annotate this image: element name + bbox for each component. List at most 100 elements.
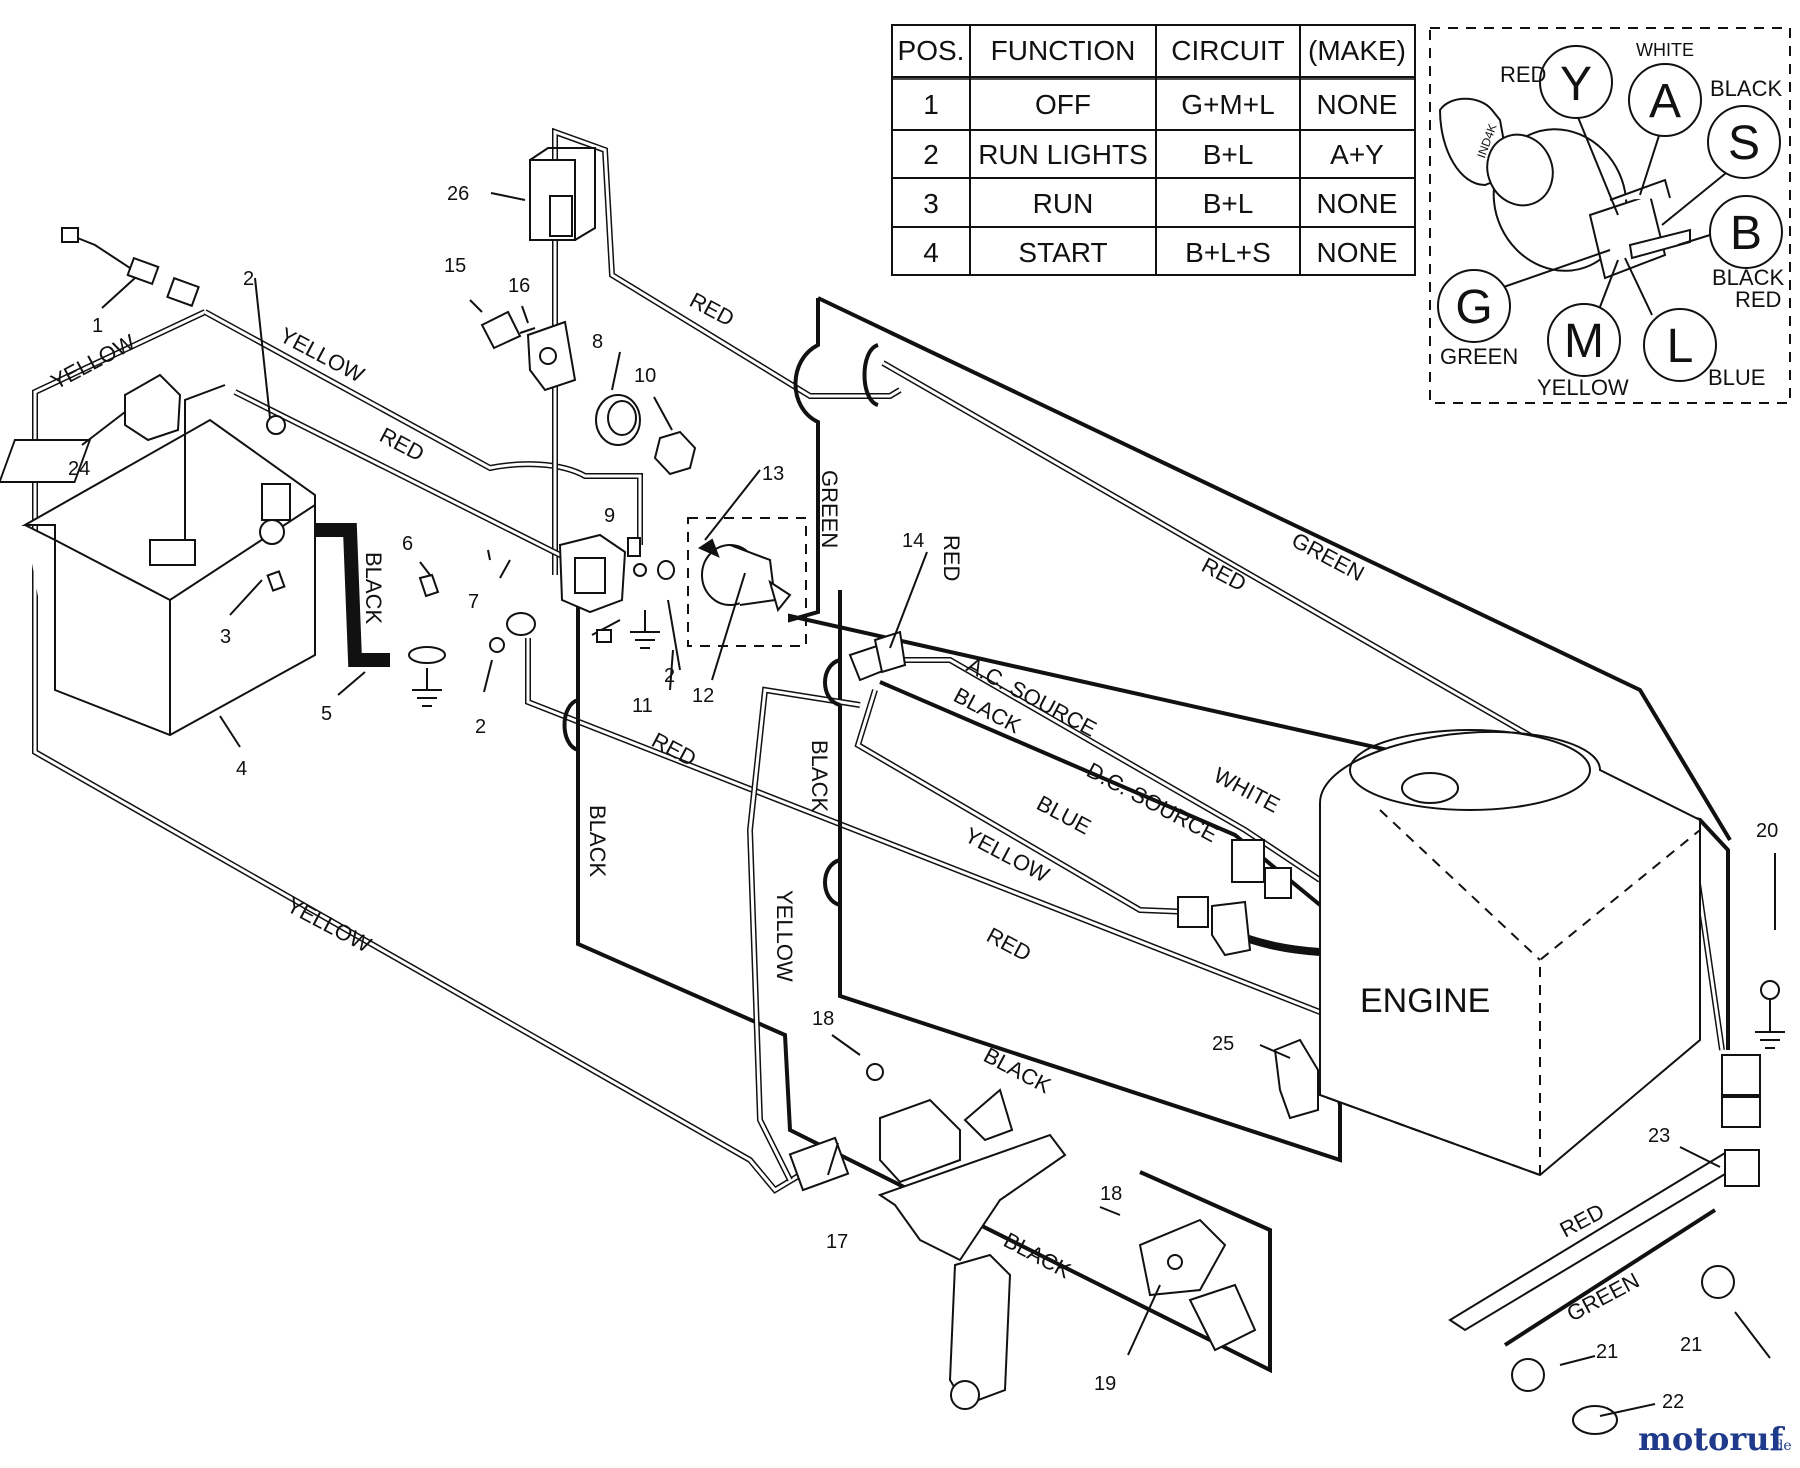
table-cell: G+M+L	[1181, 89, 1274, 120]
watermark-tld: .de	[1770, 1438, 1792, 1454]
black-wire-ground	[576, 600, 1272, 1374]
wire-label: RED	[1556, 1199, 1609, 1243]
terminal-L: L BLUE	[1643, 308, 1765, 390]
table-cell: NONE	[1317, 188, 1398, 219]
svg-text:Y: Y	[1560, 58, 1592, 111]
part-number: 18	[812, 1008, 834, 1030]
part-number: 13	[762, 463, 784, 485]
ignition-switch-12	[687, 517, 807, 647]
table-cell: RUN LIGHTS	[978, 139, 1148, 170]
part-number: 2	[243, 268, 254, 290]
parts: ENGINE	[0, 147, 1785, 1435]
wire-label: BLACK	[585, 805, 610, 877]
terminal-Y: Y RED	[1500, 45, 1613, 119]
part-number: 11	[632, 695, 653, 717]
wire-label: BLACK	[980, 1042, 1056, 1098]
part-number: 25	[1212, 1033, 1234, 1055]
part-number: 14	[902, 530, 924, 552]
part-callouts: 1 2 2 2 2 3 4 5 6 7 8 9 10 11 12 13 14 1…	[68, 183, 1778, 1417]
wire-label: GREEN	[1288, 527, 1369, 586]
table-header-make: (MAKE)	[1308, 35, 1406, 66]
part-number: 2	[664, 665, 675, 687]
battery-cover-24	[124, 373, 182, 442]
wire-label: RED	[983, 922, 1036, 966]
ignition-function-table: POS. FUNCTION CIRCUIT (MAKE) 1 OFF G+M+L…	[891, 24, 1416, 276]
wire-label: YELLOW	[283, 892, 376, 957]
switch-19	[1138, 1218, 1257, 1352]
wire-label: BLUE	[1033, 790, 1095, 839]
key-15	[480, 310, 536, 350]
table-cell: START	[1018, 237, 1107, 268]
nut-10	[653, 430, 697, 476]
svg-text:L: L	[1667, 320, 1694, 373]
watermark-brand: motoruf	[1638, 1420, 1785, 1458]
table-cell: 3	[923, 188, 939, 219]
svg-text:YELLOW: YELLOW	[1537, 375, 1629, 400]
part-number: 24	[68, 458, 90, 480]
wire-label: GREEN	[817, 470, 842, 548]
hardware	[266, 415, 675, 664]
wire-label: BLACK	[361, 552, 386, 624]
table-cell: 4	[923, 237, 939, 268]
part-number: 23	[1648, 1125, 1670, 1147]
yellow-wire-seat	[746, 686, 861, 1182]
key-holder-16	[526, 320, 577, 392]
engine-label: ENGINE	[1360, 982, 1490, 1020]
lamps	[1511, 1265, 1735, 1435]
wire-label: BLACK	[1000, 1227, 1076, 1283]
part-number: 22	[1662, 1391, 1684, 1413]
battery-black-cable	[300, 523, 390, 667]
solenoid-9	[558, 533, 647, 614]
part-number: 1	[92, 315, 103, 337]
wire-label: GREEN	[1563, 1268, 1644, 1327]
part-number: 20	[1756, 820, 1778, 842]
part-number: 5	[321, 703, 332, 725]
watermark: motoruf .de	[1638, 1420, 1792, 1458]
svg-text:BLUE: BLUE	[1708, 365, 1765, 390]
table-cell: B+L	[1203, 139, 1254, 170]
table-cell: NONE	[1317, 237, 1398, 268]
svg-text:B: B	[1730, 207, 1762, 260]
wire-label: BLACK	[807, 740, 832, 812]
part-number: 15	[444, 255, 466, 277]
table-cell: RUN	[1033, 188, 1094, 219]
wire-label: WHITE	[1210, 762, 1284, 817]
part-number: 10	[634, 365, 656, 387]
svg-text:S: S	[1728, 117, 1760, 170]
svg-text:WHITE: WHITE	[1636, 40, 1694, 60]
part-number: 26	[447, 183, 469, 205]
engine-connectors	[1177, 839, 1292, 957]
svg-text:G: G	[1455, 281, 1492, 334]
fuse-holder-26	[529, 147, 596, 241]
wiring-harness	[32, 127, 1741, 1374]
interlock-switch-18	[866, 1063, 1067, 1262]
ground-symbols	[412, 610, 1785, 1049]
part-number: 3	[220, 626, 231, 648]
connector-1	[61, 227, 200, 308]
table-cell: OFF	[1035, 89, 1091, 120]
wire-label: YELLOW	[772, 890, 797, 982]
part-number: 21	[1680, 1334, 1702, 1356]
table-header-circuit: CIRCUIT	[1171, 35, 1285, 66]
green-wire	[788, 298, 1730, 1050]
wire-label: YELLOW	[47, 329, 140, 394]
part-number: 8	[592, 331, 603, 353]
harness-lower-right	[1448, 1149, 1741, 1332]
table-cell: B+L+S	[1185, 237, 1271, 268]
table-cell: NONE	[1317, 89, 1398, 120]
switch-terminal-diagram: IND4K Y RED A WHITE S BLACK B BLACK RED	[1429, 27, 1791, 404]
table-header-function: FUNCTION	[991, 35, 1136, 66]
part-number: 12	[692, 685, 714, 707]
part-number: 2	[475, 716, 486, 738]
terminal-M: M YELLOW	[1537, 303, 1629, 400]
battery-4	[0, 384, 316, 737]
table-cell: B+L	[1203, 188, 1254, 219]
part-number: 19	[1094, 1373, 1116, 1395]
part-number: 16	[508, 275, 530, 297]
bezel-8	[595, 394, 641, 446]
svg-text:BLACK: BLACK	[1710, 76, 1782, 101]
part-number: 21	[1596, 1341, 1618, 1363]
wire-label: RED	[939, 535, 964, 581]
seat-switch-17	[788, 1136, 850, 1192]
